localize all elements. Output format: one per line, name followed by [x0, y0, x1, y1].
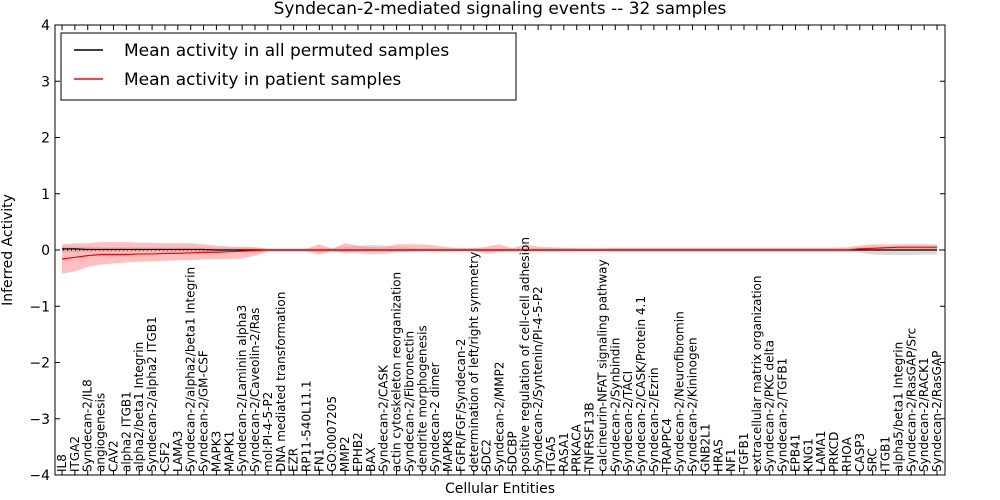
x-tick-label: Syndecan-2/PKC delta: [763, 340, 777, 472]
x-tick-label: Syndecan-2/CASK/Protein 4.1: [634, 296, 648, 472]
x-tick-label: PRKACA: [570, 423, 584, 472]
x-tick-label: Syndecan-2/alpha2 ITGB1: [145, 316, 159, 472]
x-tick-label: MAPK3: [209, 431, 223, 472]
y-axis-label: Inferred Activity: [0, 194, 16, 306]
x-tick-label: Syndecan-2 dimer: [428, 362, 442, 472]
x-tick-label: Syndecan-2/Syntenin/PI-4-5-P2: [531, 286, 545, 472]
legend-label-patient: Mean activity in patient samples: [124, 70, 401, 90]
y-tick-label: 1: [41, 187, 50, 203]
x-tick-label: RASA1: [557, 432, 571, 472]
y-tick-label: −3: [29, 412, 50, 428]
plot-area: [55, 242, 945, 274]
x-tick-label: Syndecan-2/Ezrin: [647, 367, 661, 472]
x-tick-label: extracellular matrix organization: [750, 276, 764, 473]
x-tick-label: LAMA3: [171, 431, 185, 472]
x-tick-label: ITGA2: [68, 436, 82, 472]
x-tick-label: SDC2: [480, 439, 494, 472]
x-tick-label: Syndecan-2/alpha2/beta1 Integrin: [184, 267, 198, 472]
x-tick-label: EPB41: [788, 434, 802, 472]
x-tick-label: SRC: [866, 448, 880, 472]
x-tick-label: TRAPPC4: [660, 418, 674, 473]
x-tick-label: MMP2: [338, 436, 352, 472]
y-tick-label: 4: [41, 18, 50, 34]
x-tick-label: SDCBP: [505, 431, 519, 472]
axis-ticks: −4 −3 −2 −1 0 1 2 3 4: [29, 18, 945, 484]
x-tick-label: Syndecan-2/MMP2: [493, 362, 507, 472]
chart-title: Syndecan-2-mediated signaling events -- …: [274, 0, 727, 19]
x-tick-label: FN1: [312, 448, 326, 472]
x-tick-label: HRAS: [711, 439, 725, 472]
x-tick-label: BAX: [364, 447, 378, 472]
x-tick-label: positive regulation of cell-cell adhesio…: [518, 237, 532, 472]
x-tick-label: Syndecan-2/RACK1: [917, 357, 931, 472]
y-tick-label: −2: [29, 356, 50, 372]
x-tick-label: KNG1: [801, 438, 815, 472]
x-tick-label: TNFRSF13B: [583, 402, 597, 473]
x-axis-label: Cellular Entities: [445, 481, 555, 497]
x-tick-label: NF1: [724, 448, 738, 472]
x-tick-label: EZR: [287, 448, 301, 472]
x-tick-label: PRKCD: [827, 432, 841, 472]
x-tick-label: MAPK1: [222, 431, 236, 472]
x-tick-label: Syndecan-2/Neurofibromin: [673, 311, 687, 472]
x-tick-label: Syndecan-2/Kininogen: [686, 337, 700, 472]
x-tick-label: EPHB2: [351, 432, 365, 472]
x-tick-label: GNB2L1: [698, 424, 712, 472]
x-tick-label: GO:0007205: [325, 396, 339, 472]
y-tick-label: −4: [29, 468, 50, 484]
x-tick-label: dendrite morphogenesis: [415, 325, 429, 472]
x-tick-label: RHOA: [840, 436, 854, 472]
x-tick-label: alpha5/beta1 Integrin: [891, 342, 905, 472]
x-tick-label: CASP3: [853, 433, 867, 472]
x-tick-label: Syndecan-2/CASK: [377, 364, 391, 472]
x-tick-label: actin cytoskeleton reorganization: [390, 272, 404, 472]
x-tick-label: alpha2/beta1 Integrin: [132, 342, 146, 472]
legend-label-permuted: Mean activity in all permuted samples: [124, 41, 449, 61]
x-tick-label: Syndecan-2/GM-CSF: [197, 350, 211, 472]
x-tick-label: Syndecan-2/IL8: [81, 379, 95, 472]
y-tick-label: 3: [41, 74, 50, 90]
legend: Mean activity in all permuted samples Me…: [60, 32, 517, 101]
x-tick-label: Syndecan-2/TGFB1: [776, 358, 790, 472]
x-tick-label: Syndecan-2/TACI: [621, 371, 635, 472]
x-tick-label: Syndecan-2/Caveolin-2/Ras: [248, 308, 262, 472]
x-tick-label: MAPK8: [441, 431, 455, 472]
y-tick-label: −1: [29, 299, 50, 315]
x-tick-label: CAV2: [106, 440, 120, 472]
x-tick-label: Syndecan-2/Fibronectin: [402, 331, 416, 472]
x-tick-label: ITGA5: [544, 436, 558, 472]
legend-box: [60, 32, 517, 101]
series-line-1: [61, 246, 937, 260]
y-tick-label: 2: [41, 131, 50, 147]
x-tick-label: DNA mediated transformation: [274, 292, 288, 472]
x-tick-label: FGFR/FGF/Syndecan-2: [454, 339, 468, 472]
x-tick-label: alpha2 ITGB1: [119, 391, 133, 472]
plot-frame: [54, 24, 946, 476]
x-tick-label: TGFB1: [737, 433, 751, 473]
category-labels: IL8ITGA2Syndecan-2/IL8angiogenesisCAV2al…: [55, 237, 944, 473]
x-tick-label: Syndecan-2/RasGAP/Src: [904, 328, 918, 472]
x-tick-label: Syndecan-2/Synbindin: [608, 338, 622, 472]
x-tick-label: RP11-540L11.1: [299, 381, 313, 472]
x-tick-label: Syndecan-2/RasGAP: [930, 351, 944, 472]
y-tick-label: 0: [41, 243, 50, 259]
x-tick-label: IL8: [55, 454, 69, 472]
x-tick-label: LAMA1: [814, 431, 828, 472]
x-tick-label: Syndecan-2/Laminin alpha3: [235, 305, 249, 472]
x-tick-label: determination of left/right symmetry: [467, 252, 481, 472]
x-tick-label: calcineurin-NFAT signaling pathway: [595, 259, 609, 472]
x-tick-label: mol:PI-4-5-P2: [261, 392, 275, 472]
x-tick-label: ITGB1: [879, 436, 893, 472]
x-tick-label: angiogenesis: [94, 393, 108, 472]
x-tick-label: CSF2: [158, 441, 172, 472]
